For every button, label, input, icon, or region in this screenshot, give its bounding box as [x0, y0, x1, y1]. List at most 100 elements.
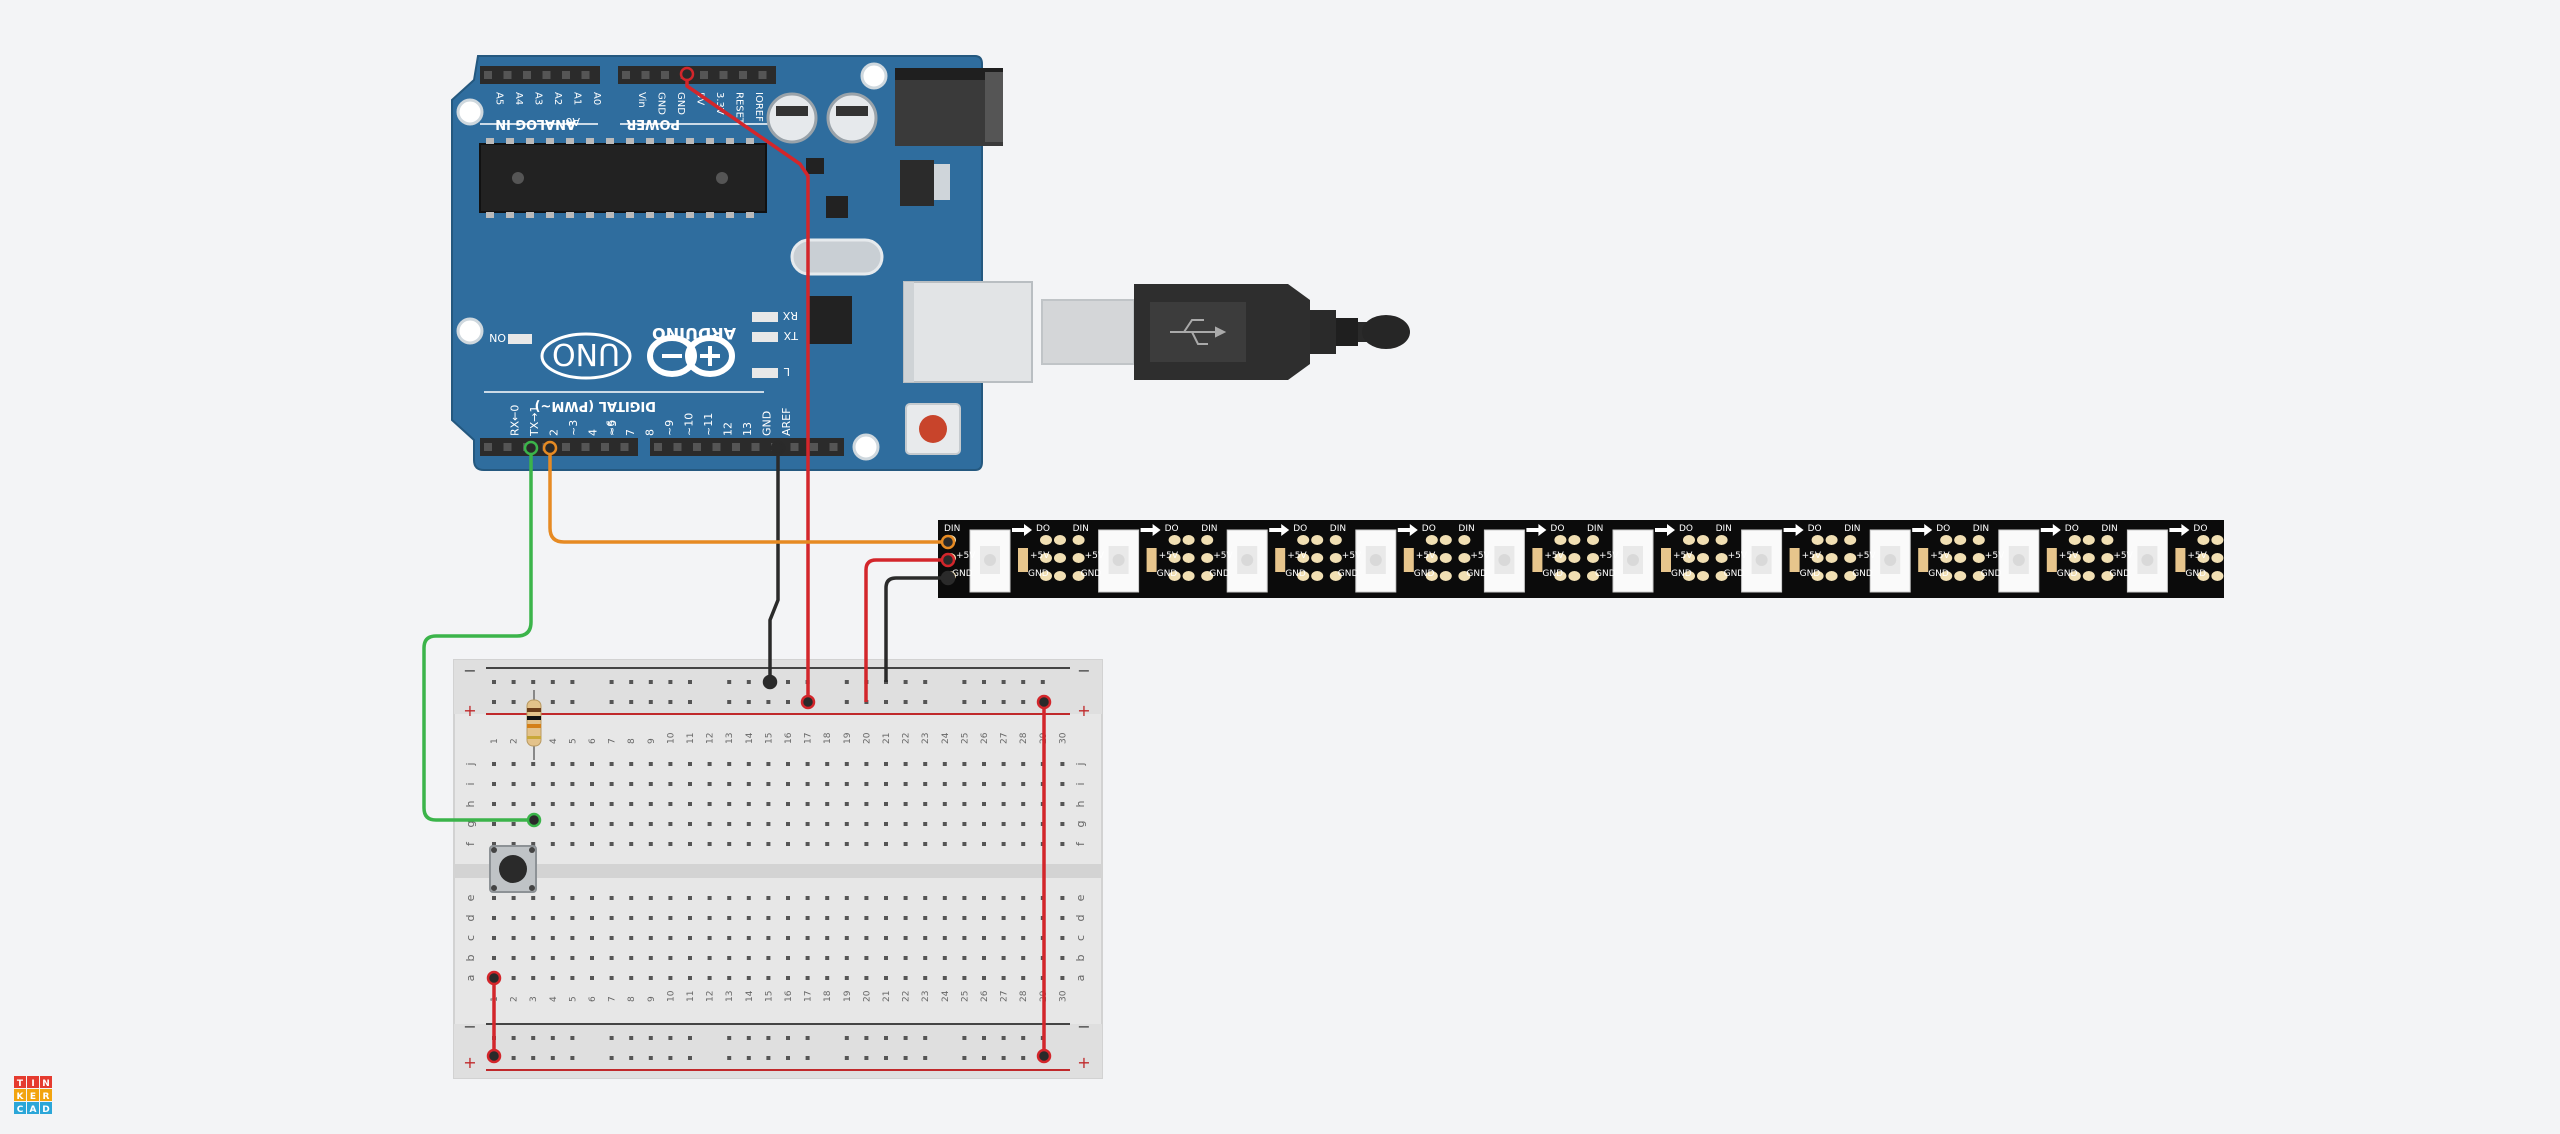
breadboard-hole[interactable] — [1060, 802, 1065, 806]
breadboard-hole[interactable] — [570, 822, 575, 826]
breadboard-hole[interactable] — [570, 782, 575, 786]
breadboard-hole[interactable] — [923, 842, 928, 846]
breadboard-hole[interactable] — [688, 896, 692, 900]
breadboard-hole[interactable] — [982, 782, 986, 786]
breadboard-hole[interactable] — [570, 976, 575, 980]
breadboard-hole[interactable] — [805, 896, 810, 900]
wire-endpoint[interactable] — [762, 674, 778, 690]
breadboard-hole[interactable] — [864, 762, 869, 766]
breadboard-hole[interactable] — [727, 842, 732, 846]
breadboard-hole[interactable] — [668, 822, 673, 826]
dc-power-jack[interactable] — [895, 68, 1003, 146]
breadboard-hole[interactable] — [550, 956, 555, 960]
breadboard-hole[interactable] — [531, 762, 536, 766]
breadboard-hole[interactable] — [884, 976, 888, 980]
breadboard-hole[interactable] — [609, 936, 614, 940]
wire-endpoint[interactable] — [542, 440, 558, 456]
breadboard-hole[interactable] — [1001, 802, 1006, 806]
breadboard-hole[interactable] — [590, 916, 594, 920]
breadboard-hole[interactable] — [531, 976, 536, 980]
breadboard-hole[interactable] — [727, 782, 732, 786]
breadboard-hole[interactable] — [942, 916, 947, 920]
breadboard-hole[interactable] — [884, 822, 888, 826]
breadboard-hole[interactable] — [844, 762, 849, 766]
header-pin-socket[interactable] — [700, 71, 708, 79]
breadboard-hole[interactable] — [805, 956, 810, 960]
breadboard-hole[interactable] — [864, 822, 869, 826]
breadboard-hole[interactable] — [1021, 802, 1026, 806]
breadboard-hole[interactable] — [492, 896, 496, 900]
wire-endpoint[interactable] — [486, 1048, 502, 1064]
breadboard-hole[interactable] — [1060, 762, 1065, 766]
breadboard-hole[interactable] — [903, 976, 908, 980]
breadboard-hole[interactable] — [746, 976, 751, 980]
breadboard-hole[interactable] — [805, 802, 810, 806]
breadboard-hole[interactable] — [629, 976, 634, 980]
breadboard-hole[interactable] — [746, 842, 751, 846]
breadboard-hole[interactable] — [668, 956, 673, 960]
breadboard-hole[interactable] — [1021, 956, 1026, 960]
breadboard-hole[interactable] — [707, 956, 712, 960]
header-pin-socket[interactable] — [601, 443, 609, 451]
breadboard-hole[interactable] — [727, 762, 732, 766]
wire-endpoint[interactable] — [800, 694, 816, 710]
breadboard-hole[interactable] — [648, 976, 653, 980]
breadboard-hole[interactable] — [570, 936, 575, 940]
breadboard-hole[interactable] — [844, 916, 849, 920]
breadboard-hole[interactable] — [590, 782, 594, 786]
breadboard-hole[interactable] — [962, 956, 967, 960]
breadboard-hole[interactable] — [746, 782, 751, 786]
resistor[interactable] — [526, 690, 542, 760]
breadboard-hole[interactable] — [1021, 976, 1026, 980]
breadboard-hole[interactable] — [942, 782, 947, 786]
breadboard-hole[interactable] — [1021, 762, 1026, 766]
breadboard-hole[interactable] — [864, 842, 869, 846]
breadboard-hole[interactable] — [746, 956, 751, 960]
breadboard-hole[interactable] — [727, 936, 732, 940]
breadboard-hole[interactable] — [825, 842, 830, 846]
breadboard-hole[interactable] — [570, 896, 575, 900]
breadboard-hole[interactable] — [570, 916, 575, 920]
breadboard-hole[interactable] — [727, 956, 732, 960]
breadboard-hole[interactable] — [786, 782, 790, 786]
breadboard-hole[interactable] — [864, 896, 869, 900]
breadboard-hole[interactable] — [590, 956, 594, 960]
breadboard-hole[interactable] — [688, 802, 692, 806]
breadboard-hole[interactable] — [844, 822, 849, 826]
breadboard-hole[interactable] — [590, 976, 594, 980]
breadboard-hole[interactable] — [982, 842, 986, 846]
header-pin-socket[interactable] — [673, 443, 682, 451]
breadboard-hole[interactable] — [531, 842, 536, 846]
breadboard-hole[interactable] — [962, 802, 967, 806]
header-pin-socket[interactable] — [739, 71, 747, 79]
breadboard-hole[interactable] — [903, 936, 908, 940]
breadboard-hole[interactable] — [962, 822, 967, 826]
breadboard-hole[interactable] — [766, 936, 771, 940]
breadboard-hole[interactable] — [746, 916, 751, 920]
breadboard-hole[interactable] — [805, 916, 810, 920]
breadboard-hole[interactable] — [511, 956, 516, 960]
wire-endpoint[interactable] — [940, 570, 956, 586]
header-pin-socket[interactable] — [654, 443, 662, 451]
breadboard-hole[interactable] — [825, 822, 830, 826]
breadboard-hole[interactable] — [688, 842, 692, 846]
breadboard-hole[interactable] — [648, 782, 653, 786]
breadboard-hole[interactable] — [668, 896, 673, 900]
breadboard-hole[interactable] — [982, 916, 986, 920]
breadboard-hole[interactable] — [550, 802, 555, 806]
breadboard-hole[interactable] — [668, 842, 673, 846]
breadboard-hole[interactable] — [1001, 896, 1006, 900]
wire-endpoint[interactable] — [1036, 1048, 1052, 1064]
breadboard-hole[interactable] — [707, 782, 712, 786]
breadboard-hole[interactable] — [648, 916, 653, 920]
breadboard-hole[interactable] — [688, 956, 692, 960]
digital-header-high[interactable] — [650, 438, 844, 456]
breadboard-hole[interactable] — [982, 936, 986, 940]
header-pin-socket[interactable] — [484, 443, 492, 451]
breadboard-hole[interactable] — [746, 936, 751, 940]
